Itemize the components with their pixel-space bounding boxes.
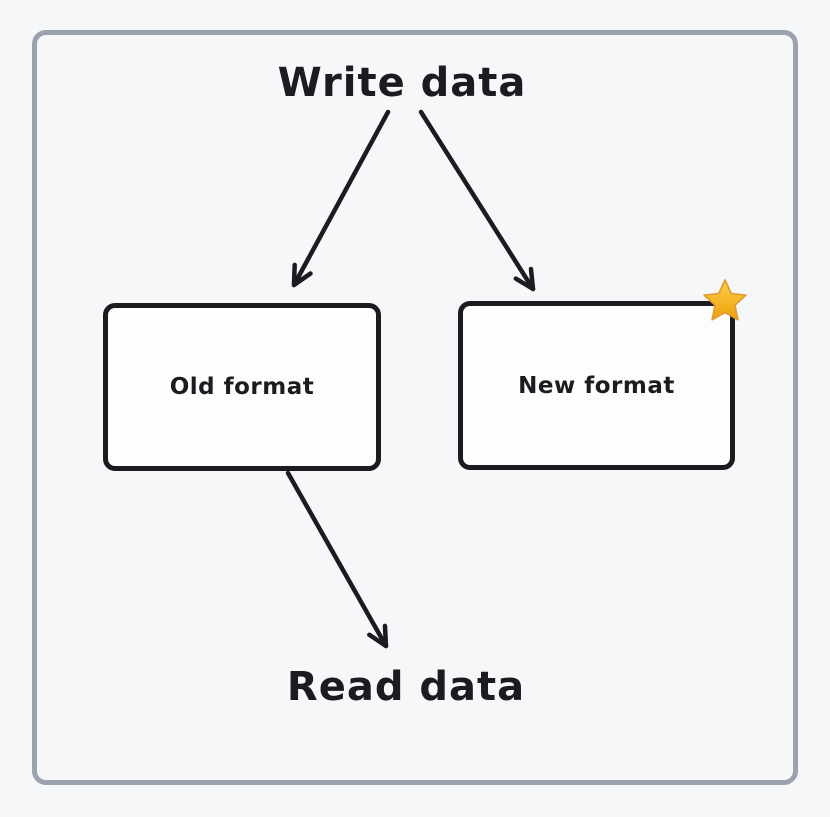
star-icon	[703, 279, 747, 321]
diagram-frame	[32, 30, 798, 785]
new-format-box: New format	[458, 301, 735, 470]
new-format-label: New format	[518, 372, 675, 399]
write-data-label: Write data	[277, 60, 527, 106]
old-format-label: Old format	[169, 374, 315, 400]
old-format-box: Old format	[103, 303, 381, 471]
read-data-label: Read data	[286, 664, 526, 710]
